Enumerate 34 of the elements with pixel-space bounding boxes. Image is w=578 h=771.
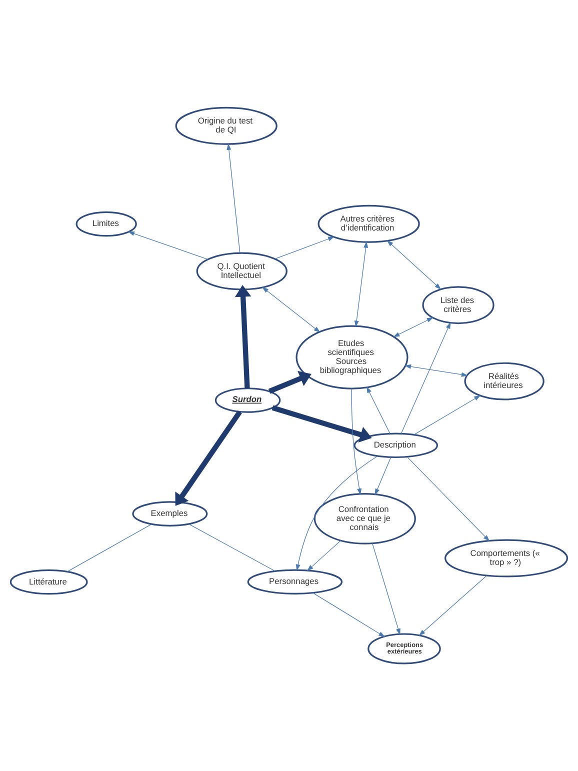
arrow <box>372 543 400 636</box>
arrow <box>234 285 252 388</box>
node-ellipse: Comportements (« trop » ?) <box>444 539 568 578</box>
arrow <box>175 410 242 506</box>
connector <box>188 524 276 572</box>
arrow <box>393 317 434 338</box>
arrow <box>400 322 451 434</box>
node-ellipse: Confrontation avec ce que je connais <box>314 493 416 544</box>
node-ellipse: Origine du test de QI <box>175 106 278 145</box>
arrow <box>404 364 468 377</box>
arrow <box>274 236 335 260</box>
node-ellipse: Personnages <box>247 569 343 595</box>
node-ellipse: Q.I. Quotient Intellectuel <box>196 252 288 290</box>
arrow <box>312 592 386 638</box>
arrow <box>386 240 442 290</box>
arrow <box>351 388 362 496</box>
arrow <box>354 241 368 328</box>
arrow <box>128 232 208 260</box>
arrow <box>262 286 320 333</box>
arrow <box>418 575 487 636</box>
node-ellipse: Description <box>354 432 438 458</box>
connector <box>67 524 152 572</box>
arrow <box>272 405 372 442</box>
arrow <box>306 540 342 572</box>
node-ellipse: Exemples <box>132 501 208 526</box>
arrow <box>374 457 392 496</box>
node-ellipse: Surdon <box>214 388 281 413</box>
arrow <box>414 395 481 435</box>
arrow <box>406 456 490 542</box>
arrow <box>268 370 312 394</box>
arrow <box>226 143 240 254</box>
arrow <box>296 456 378 571</box>
arrow <box>366 386 390 434</box>
node-ellipse: Littérature <box>10 569 88 595</box>
